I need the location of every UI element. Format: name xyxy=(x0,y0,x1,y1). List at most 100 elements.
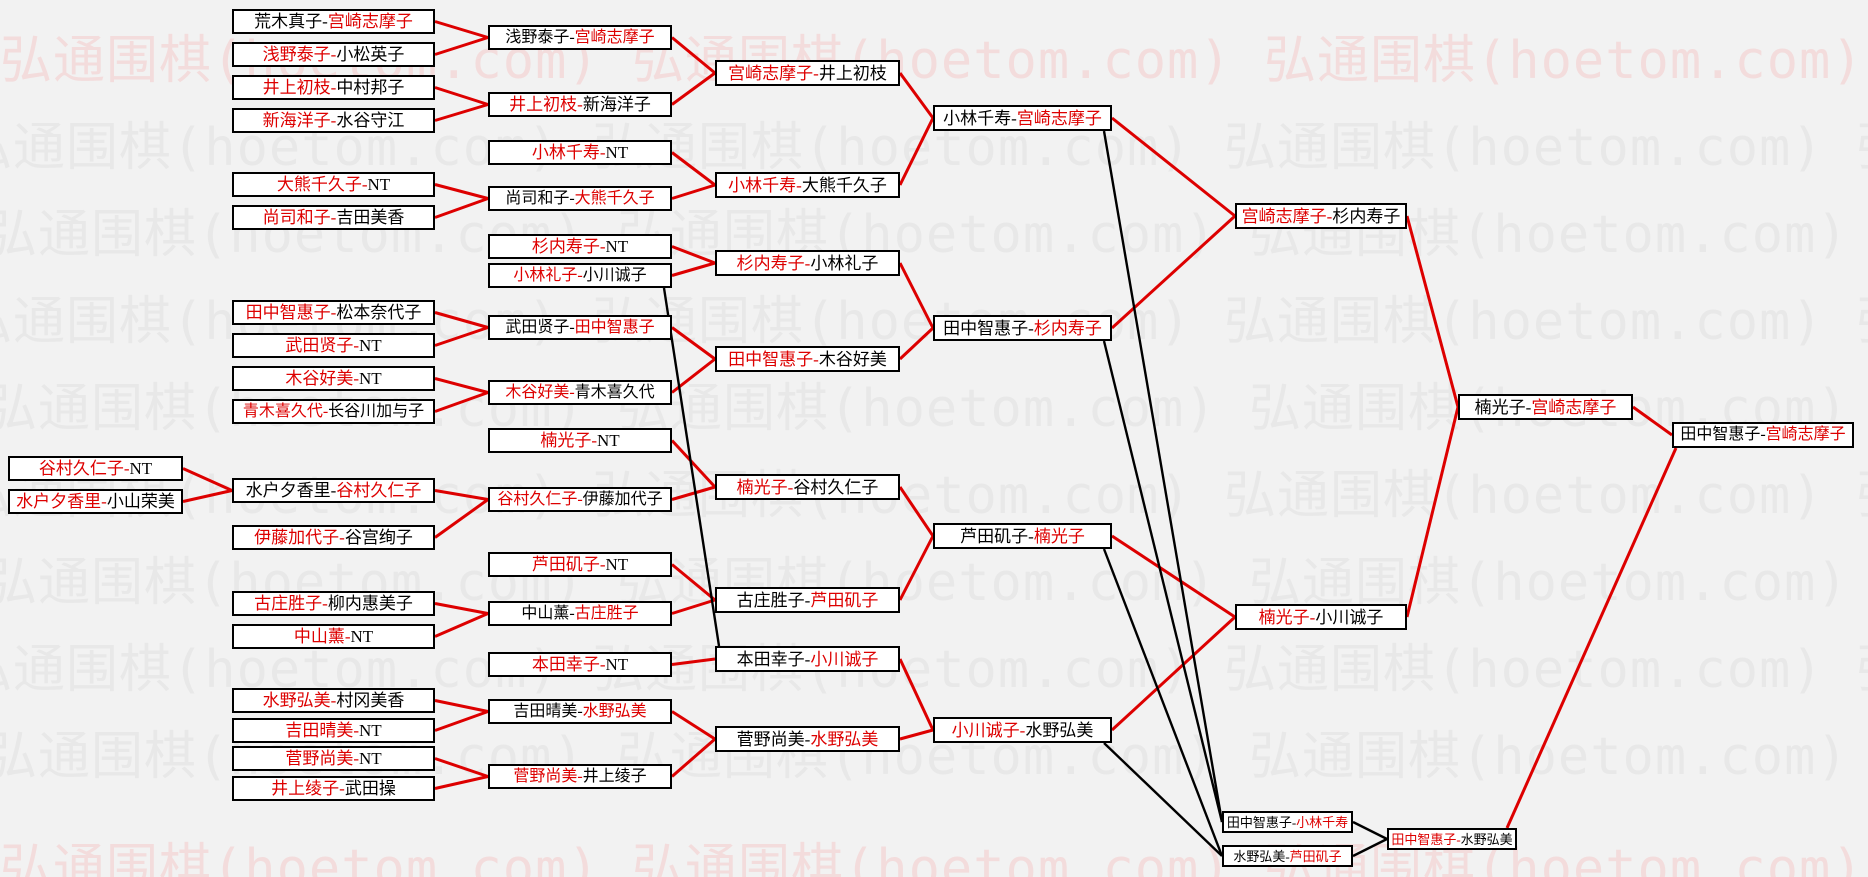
versus-dash: - xyxy=(339,779,345,798)
match-box-A1: 谷村久仁子-NT xyxy=(8,456,183,481)
player-name-right: 村冈美香 xyxy=(336,691,405,710)
versus-dash: - xyxy=(330,691,337,710)
match-box-B11: 水户夕香里-谷村久仁子 xyxy=(232,478,435,503)
versus-dash: - xyxy=(813,349,819,369)
player-name-right: 宫崎志摩子 xyxy=(574,28,655,46)
versus-dash: - xyxy=(796,175,802,195)
versus-dash: - xyxy=(577,702,583,720)
match-box-B5: 大熊千久子-NT xyxy=(232,172,435,197)
winner-advance-line xyxy=(671,563,716,602)
match-box-C8: 木谷好美-青木喜久代 xyxy=(488,380,672,405)
versus-dash: - xyxy=(1309,607,1316,627)
versus-dash: - xyxy=(569,28,575,46)
player-name-right: 大熊千久子 xyxy=(801,175,887,195)
player-name-left: 尚司和子 xyxy=(505,189,570,207)
winner-advance-line xyxy=(434,183,489,200)
player-name-right: NT xyxy=(605,237,629,256)
player-name-right: NT xyxy=(359,336,382,355)
winner-advance-line xyxy=(670,439,717,489)
versus-dash: - xyxy=(1326,206,1333,226)
versus-dash: - xyxy=(577,490,583,508)
match-box-B4: 新海洋子-水谷守江 xyxy=(232,108,435,133)
player-name-right: 水野弘美 xyxy=(1025,720,1094,740)
match-box-C13: 本田幸子-NT xyxy=(488,652,672,677)
player-name-left: 新海洋子 xyxy=(262,111,331,130)
versus-dash: - xyxy=(804,253,811,273)
winner-advance-line xyxy=(1405,215,1460,408)
versus-dash: - xyxy=(1019,720,1026,740)
winner-advance-line xyxy=(434,489,489,501)
player-name-left: 杉内寿子 xyxy=(736,253,805,273)
versus-dash: - xyxy=(569,189,575,207)
versus-dash: - xyxy=(353,721,359,740)
winner-advance-line xyxy=(182,489,233,503)
player-name-right: 宫崎志摩子 xyxy=(1765,426,1846,443)
player-name-left: 伊藤加代子 xyxy=(254,528,340,547)
player-name-left: 木谷好美 xyxy=(505,383,570,401)
match-box-B10: 青木喜久代-长谷川加与子 xyxy=(232,399,435,424)
player-name-left: 古庄胜子 xyxy=(254,594,323,613)
player-name-right: NT xyxy=(367,175,391,194)
player-name-right: 谷村久仁子 xyxy=(336,481,422,500)
match-box-C11: 芦田矶子-NT xyxy=(488,552,672,577)
player-name-left: 田中智惠子 xyxy=(1680,426,1761,443)
winner-advance-line xyxy=(434,775,489,790)
winner-advance-line xyxy=(671,36,716,75)
player-name-right: 谷村久仁子 xyxy=(793,477,879,497)
player-name-left: 井上初枝 xyxy=(262,78,331,97)
versus-dash: - xyxy=(101,492,107,511)
versus-dash: - xyxy=(1525,397,1532,417)
player-name-left: 谷村久仁子 xyxy=(497,490,578,508)
winner-advance-line xyxy=(671,183,716,200)
versus-dash: - xyxy=(361,175,368,194)
versus-dash: - xyxy=(1011,108,1017,128)
winner-advance-line xyxy=(1111,116,1236,218)
match-box-B9: 木谷好美-NT xyxy=(232,366,435,391)
player-name-right: 青木喜久代 xyxy=(574,383,655,401)
player-name-right: 武田操 xyxy=(344,779,396,798)
loser-route-line xyxy=(662,287,721,647)
player-name-right: 宫崎志摩子 xyxy=(327,12,413,31)
versus-dash: - xyxy=(1760,426,1766,443)
winner-advance-line xyxy=(671,710,716,741)
match-box-D5: 楠光子-谷村久仁子 xyxy=(715,474,900,500)
match-box-C2: 井上初枝-新海洋子 xyxy=(488,92,672,117)
player-name-right: NT xyxy=(129,459,153,478)
versus-dash: - xyxy=(330,481,337,500)
winner-advance-line xyxy=(671,261,716,277)
player-name-left: 楠光子 xyxy=(540,431,592,450)
winner-advance-line xyxy=(1632,405,1673,437)
match-box-B6: 尚司和子-吉田美香 xyxy=(232,205,435,230)
winner-advance-line xyxy=(1110,214,1237,330)
player-name-right: NT xyxy=(359,721,382,740)
versus-dash: - xyxy=(123,459,130,478)
versus-dash: - xyxy=(569,604,575,622)
match-box-C3: 小林千寿-NT xyxy=(488,140,672,165)
winner-advance-line xyxy=(671,71,716,106)
player-name-right: 宫崎志摩子 xyxy=(1016,108,1102,128)
winner-advance-line xyxy=(434,103,489,122)
player-name-left: 浅野泰子 xyxy=(262,45,331,64)
versus-dash: - xyxy=(569,318,575,336)
loser-route-line xyxy=(1103,742,1223,857)
match-box-H3: 田中智惠子-水野弘美 xyxy=(1387,828,1517,850)
winner-advance-line xyxy=(671,737,716,778)
winner-advance-line xyxy=(182,467,233,492)
match-box-D7: 本田幸子-小川诚子 xyxy=(715,646,900,672)
versus-dash: - xyxy=(1456,831,1461,847)
winner-advance-line xyxy=(434,612,489,638)
player-name-right: NT xyxy=(359,369,382,388)
player-name-left: 芦田矶子 xyxy=(960,526,1029,546)
match-box-H1: 田中智惠子-小林千寿 xyxy=(1222,811,1353,833)
match-box-D2: 小林千寿-大熊千久子 xyxy=(715,172,900,198)
player-name-right: 小松英子 xyxy=(336,45,405,64)
winner-advance-line xyxy=(434,498,489,539)
match-box-D4: 田中智惠子-木谷好美 xyxy=(715,346,900,372)
player-name-left: 小林千寿 xyxy=(531,143,600,162)
player-name-right: 小川诚子 xyxy=(582,266,647,284)
player-name-right: 井上绫子 xyxy=(582,767,647,785)
player-name-right: 小川诚子 xyxy=(810,649,879,669)
versus-dash: - xyxy=(599,655,606,674)
winner-advance-line xyxy=(434,20,489,39)
player-name-left: 吉田晴美 xyxy=(285,721,354,740)
